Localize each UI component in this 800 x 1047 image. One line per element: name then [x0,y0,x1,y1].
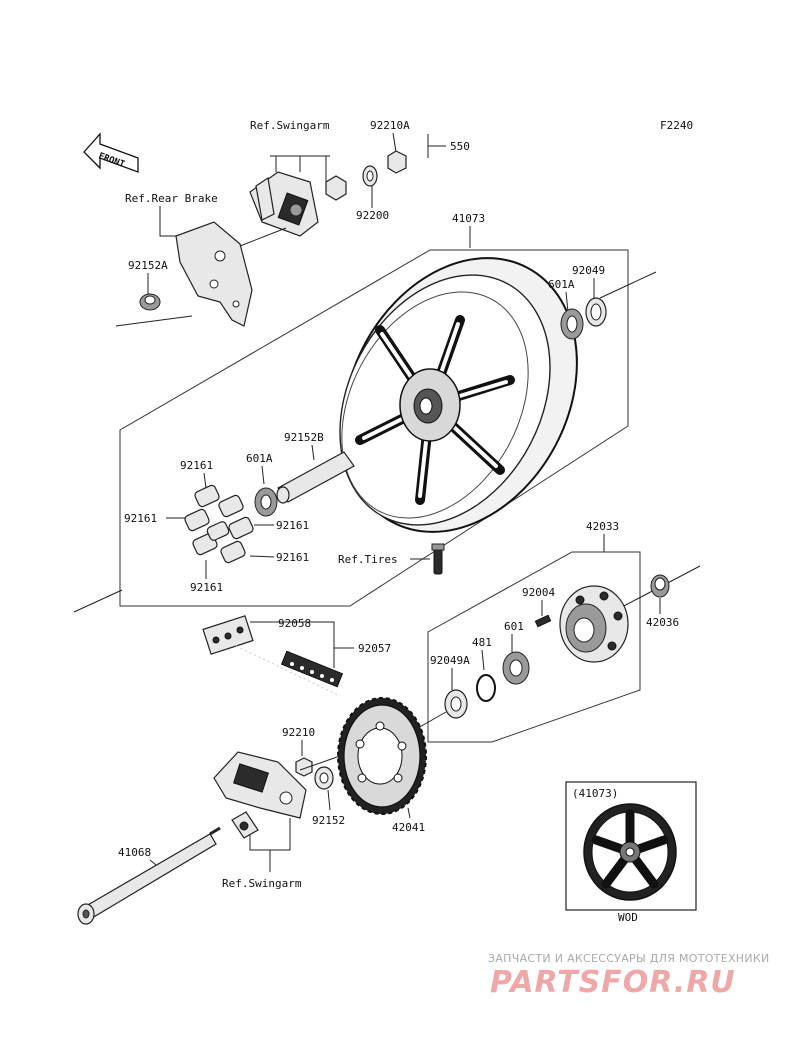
label-ref-rear-brake: Ref.Rear Brake [125,192,218,205]
watermark-brand: PARTSFOR.RU [490,965,736,1000]
pin-550-part [427,134,446,158]
leader-92152B [311,444,315,461]
collar-42036-part [650,574,670,598]
wheel-group-frame [119,249,629,607]
label-42033: 42033 [586,520,619,533]
axis-line-left [73,589,123,613]
label-92004: 92004 [522,586,555,599]
label-92210: 92210 [282,726,315,739]
label-601: 601 [504,620,524,633]
leader-92210A [392,132,397,153]
chain-joint-92058-part [202,615,254,655]
leader-92058 [250,621,354,668]
label-92058: 92058 [278,617,311,630]
label-92161-b: 92161 [124,512,157,525]
inset-wheel-icon [583,803,677,901]
bearing-601-part [502,651,530,685]
stud-92004-part [534,614,552,628]
label-92161-c: 92161 [276,519,309,532]
leader-ref-rear-brake [159,206,176,237]
rear-wheel-rim-part [339,257,578,533]
chain-adjuster-part [213,751,307,839]
label-92161-d: 92161 [276,551,309,564]
label-42036: 42036 [646,616,679,629]
leader-ref-swingarm-top [270,155,330,185]
leader-42041 [407,807,411,819]
inset-caption: WOD [618,911,638,924]
label-ref-tires: Ref.Tires [338,553,398,566]
seal-92049-part [585,297,607,327]
leader-92161-d [249,555,275,558]
bearing-601A-left-part [254,487,278,517]
label-41073: 41073 [452,212,485,225]
label-92210A: 92210A [370,119,410,132]
label-42041: 42041 [392,821,425,834]
label-ref-swingarm-top: Ref.Swingarm [250,119,330,132]
label-92152B: 92152B [284,431,324,444]
circlip-481-part [476,674,496,702]
nut-92210A-part [387,150,407,174]
damper-rubbers-92161-part [184,484,254,564]
label-601A-right: 601A [548,278,575,291]
bearing-601A-right-part [560,308,584,340]
leader-ref-swingarm-bottom [249,818,291,872]
label-92057: 92057 [358,642,391,655]
front-arrow-icon: FRONT [83,132,139,173]
axis-line-right [599,271,657,299]
nut-92210-part [295,757,313,777]
diagram-code: F2240 [660,119,693,132]
label-601A-left: 601A [246,452,273,465]
axis-line-nut [299,755,341,771]
label-ref-swingarm-bottom: Ref.Swingarm [222,877,302,890]
leader-92152 [327,789,331,811]
label-92152A: 92152A [128,259,168,272]
tire-valve-part [431,543,445,575]
label-92049: 92049 [572,264,605,277]
inset-title: (41073) [572,787,618,800]
rear-brake-bracket-part [175,221,253,327]
leader-601A-right [565,291,569,313]
label-92161-a: 92161 [180,459,213,472]
collar-92152A-part [139,293,161,311]
collar-92152-part [314,766,334,790]
leader-92161-a [203,472,207,489]
swingarm-end-part [249,171,319,237]
drive-chain-92057-part [235,645,344,697]
label-481: 481 [472,636,492,649]
label-550: 550 [450,140,470,153]
label-92200: 92200 [356,209,389,222]
label-41068: 41068 [118,846,151,859]
axis-line-sprocket [417,711,447,729]
label-92161-e: 92161 [190,581,223,594]
axis-line-swingarm [239,227,287,247]
sprocket-hub-42033-part [559,585,629,663]
watermark-tagline: ЗАПЧАСТИ И АКСЕССУАРЫ ДЛЯ МОТОТЕХНИКИ [488,952,770,965]
leader-601A-left [261,465,265,485]
leader-481 [481,649,485,671]
rear-sprocket-42041-part [337,697,427,815]
spacer-92152B-part [276,451,355,504]
rear-axle-41068-part [77,826,221,925]
label-92049A: 92049A [430,654,470,667]
label-92152: 92152 [312,814,345,827]
hub-group-frame [427,551,641,743]
seal-92049A-part [444,689,468,719]
swingarm-nut-part [325,175,347,201]
axis-line-brake [115,315,193,327]
